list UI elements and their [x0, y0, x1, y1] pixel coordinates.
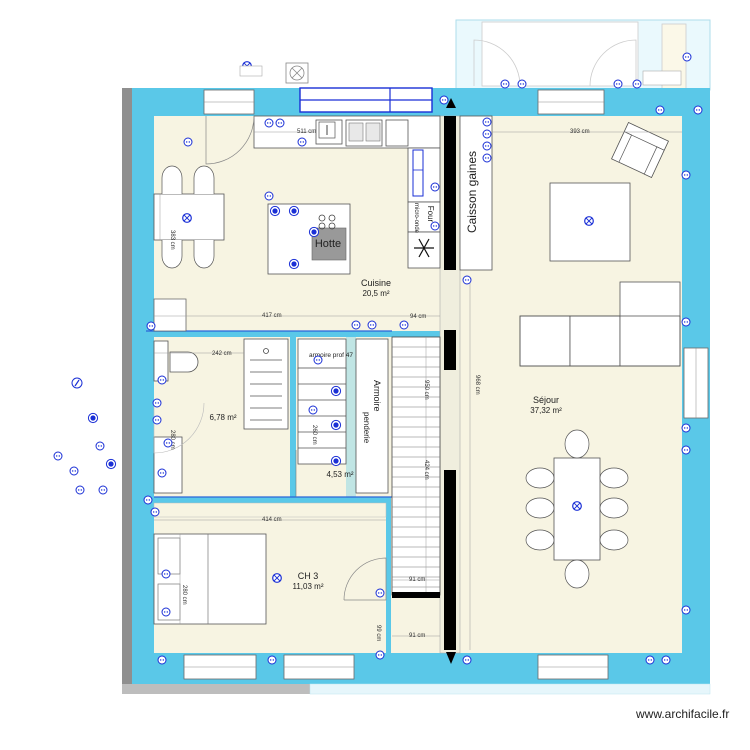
armchair [611, 122, 669, 178]
dim-11: 424 cm [423, 460, 429, 480]
wall-bath-bottom [154, 497, 390, 503]
dim-6: 242 cm [212, 351, 232, 357]
dim-4: 417 cm [262, 313, 282, 319]
ch3-bed [153, 533, 267, 625]
dim-1: 511 cm [297, 129, 316, 135]
radiator-icon [239, 65, 263, 77]
staircase [391, 336, 441, 598]
site-watermark: www.archifacile.fr [636, 707, 730, 721]
sink-icon [318, 121, 336, 139]
dim-5: 94 cm [410, 314, 426, 320]
dim-12: 91 cm [409, 577, 425, 583]
room-area-dressing: 4,53 m² [326, 470, 353, 479]
kitchen-island [267, 203, 351, 275]
room-area-sejour: 37,32 m² [530, 406, 562, 415]
sofa [519, 281, 681, 367]
room-area-ch3: 11,03 m² [293, 582, 324, 591]
penderie-label: penderie [362, 412, 371, 444]
oven-label: Four [426, 206, 435, 223]
dim-16: 968 cm [474, 375, 480, 395]
dining-table [525, 429, 629, 589]
fan-icon [285, 62, 309, 84]
dim-10: 950 cm [423, 380, 429, 400]
dim-3: 383 cm [169, 230, 175, 250]
wall-ch3-right [386, 497, 391, 658]
dim-13: 91 cm [409, 633, 425, 639]
dim-2: 393 cm [570, 129, 590, 135]
hotte-label: Hotte [315, 238, 341, 250]
dim-9: 414 cm [262, 517, 282, 523]
caisson-label: Caisson gaines [465, 151, 479, 233]
dim-7: 280 cm [169, 430, 175, 450]
microwave-label: micro-onde [413, 203, 419, 234]
outdoor-light-icon [71, 377, 83, 389]
room-area-cuisine: 20,5 m² [362, 289, 389, 298]
slab-bottom [122, 684, 310, 694]
dim-15: 280 cm [181, 585, 187, 605]
room-area-bathroom: 6,78 m² [209, 413, 236, 422]
wall-bath-right [290, 337, 296, 499]
slab-left [122, 88, 132, 694]
armoire-label: Armoire [372, 380, 382, 412]
armoire-top-label: armoire prof 47 [309, 352, 353, 359]
dim-14: 99 cm [375, 625, 381, 641]
dim-8: 260 cm [311, 425, 317, 445]
wall-kitchen-bottom [154, 331, 392, 337]
room-name-sejour: Séjour [533, 395, 559, 405]
room-name-cuisine: Cuisine [361, 278, 391, 288]
room-name-ch3: CH 3 [298, 571, 319, 581]
